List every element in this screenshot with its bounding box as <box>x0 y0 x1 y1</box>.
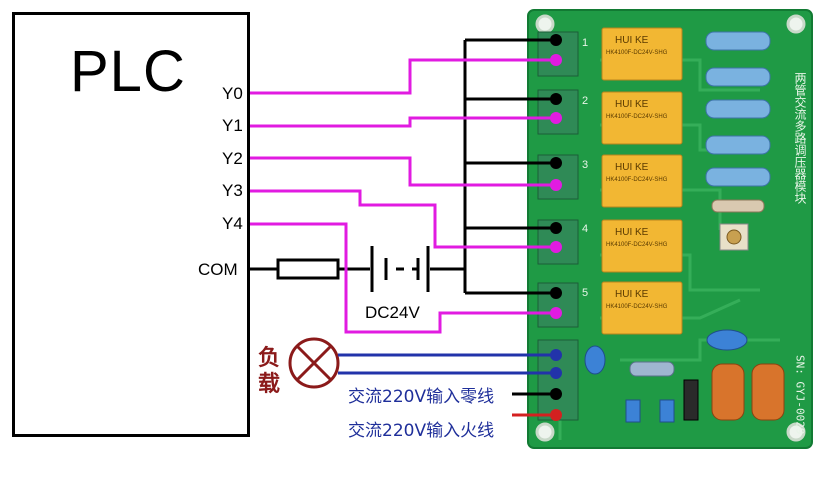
channel-number: 2 <box>582 95 588 107</box>
signal-wire-y2 <box>250 156 556 187</box>
load-label-char1: 负 <box>258 346 281 371</box>
terminal-dot-magenta <box>550 112 562 124</box>
load-wires <box>338 353 556 375</box>
terminal-dot-blue <box>550 367 562 379</box>
terminal-dot-magenta <box>550 179 562 191</box>
pin-label-y0: Y0 <box>222 84 243 103</box>
terminal-dot-black <box>550 287 562 299</box>
terminal-dot-magenta <box>550 54 562 66</box>
relay-1 <box>601 27 683 81</box>
terminal-block <box>537 89 579 135</box>
relay-model-text: HK4100F-DC24V-SHG <box>606 50 668 56</box>
terminal-dot-black <box>550 93 562 105</box>
resistors <box>705 31 771 213</box>
mount-hole-icon <box>786 14 806 34</box>
relay-brand-text: HUI KE <box>615 99 649 110</box>
relay-brand-text: HUI KE <box>615 227 649 238</box>
signal-wire-y4 <box>250 222 556 334</box>
pin-label-y2: Y2 <box>222 149 243 168</box>
relay-model-text: HK4100F-DC24V-SHG <box>606 242 668 248</box>
relay-model-text: HK4100F-DC24V-SHG <box>606 177 668 183</box>
pin-label-y4: Y4 <box>222 214 243 233</box>
signal-wire-y1 <box>250 116 556 128</box>
terminal-dot-red <box>550 409 562 421</box>
triac-icon <box>683 379 699 421</box>
relay-model-text: HK4100F-DC24V-SHG <box>606 304 668 310</box>
signal-wire-y0 <box>250 58 556 95</box>
film-capacitor-icon <box>711 363 745 421</box>
capacitor-icon <box>584 345 606 375</box>
plc-box <box>12 12 250 437</box>
channel-number: 3 <box>582 159 588 171</box>
resistor-icon <box>705 67 771 87</box>
pin-label-y3: Y3 <box>222 181 243 200</box>
film-capacitor-icon <box>751 363 785 421</box>
board-title: 两管交流多路调压器模块 <box>793 72 807 204</box>
mount-hole-icon <box>535 14 555 34</box>
relay-brand-text: HUI KE <box>615 35 649 46</box>
capacitor-icon <box>659 399 675 423</box>
common-bus <box>250 38 556 295</box>
relay-2 <box>601 91 683 145</box>
relay-model-text: HK4100F-DC24V-SHG <box>606 114 668 120</box>
terminal-dot-black <box>550 34 562 46</box>
resistor-icon <box>705 135 771 155</box>
terminal-dot-blue <box>550 349 562 361</box>
ac-live-label: 交流220V输入火线 <box>348 421 495 441</box>
relay-board: HUI KE HUI KE HUI KE HUI KE HUI KE HK410… <box>527 9 813 449</box>
channel-number: 4 <box>582 223 588 235</box>
capacitor-icon <box>625 399 641 423</box>
terminal-dot-black <box>550 222 562 234</box>
relay-brand-text: HUI KE <box>615 289 649 300</box>
terminal-dot-black <box>550 388 562 400</box>
relay-5 <box>601 281 683 335</box>
terminal-dots <box>550 34 562 319</box>
capacitor-icon <box>706 329 748 351</box>
mount-hole-icon <box>535 422 555 442</box>
relays: HUI KE HUI KE HUI KE HUI KE HUI KE HK410… <box>601 27 683 335</box>
plc-title: PLC <box>70 39 186 104</box>
relay-3 <box>601 154 683 208</box>
pin-label-com: COM <box>198 260 238 279</box>
ac-neutral-label: 交流220V输入零线 <box>348 387 495 407</box>
relay-brand-text: HUI KE <box>615 162 649 173</box>
board-model: SN: GYJ-0029 <box>794 355 807 434</box>
resistor-icon <box>711 199 765 213</box>
potentiometer-knob-icon <box>726 229 742 245</box>
channel-number: 1 <box>582 37 588 49</box>
terminal-dot-black <box>550 157 562 169</box>
battery-icon <box>370 246 430 292</box>
terminal-dot-magenta <box>550 241 562 253</box>
load-lamp <box>288 337 340 389</box>
resistor-icon <box>705 31 771 51</box>
fuse-icon <box>276 258 340 280</box>
terminal-dot-magenta <box>550 307 562 319</box>
relay-4 <box>601 219 683 273</box>
resistor-icon <box>705 167 771 187</box>
mount-hole-icon <box>786 422 806 442</box>
resistor-icon <box>705 99 771 119</box>
channel-number: 5 <box>582 287 588 299</box>
pin-label-y1: Y1 <box>222 116 243 135</box>
signal-wires <box>250 58 556 334</box>
dc24v-label: DC24V <box>365 303 420 322</box>
signal-wire-y3 <box>250 189 556 249</box>
load-label-char2: 载 <box>258 372 281 397</box>
resistor-icon <box>629 361 675 377</box>
